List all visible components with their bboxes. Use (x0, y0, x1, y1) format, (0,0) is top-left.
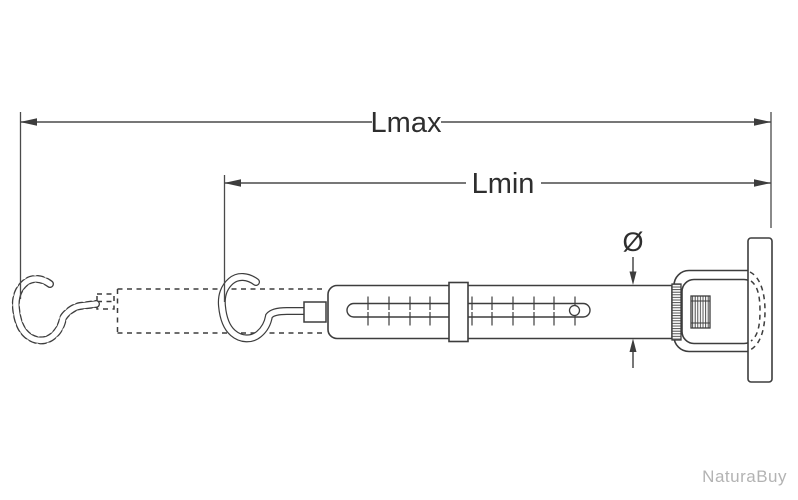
watermark: NaturaBuy (702, 467, 787, 486)
arrowhead-down-icon (629, 271, 637, 285)
lmax-dimension: Lmax (20, 107, 771, 139)
rod-end-fitting-phantom (96, 293, 115, 310)
spring-scale-body (327, 281, 673, 343)
sliding-collar (448, 281, 469, 343)
extended-tube-phantom (96, 288, 326, 334)
knurled-end-cap (671, 283, 682, 341)
lmin-label: Lmin (472, 168, 535, 200)
ring-hidden-arcs (749, 271, 766, 351)
hook-extended-phantom-icon (11, 275, 100, 345)
scale-indicator (568, 304, 581, 317)
arrowhead-left-icon (224, 179, 241, 187)
arrowhead-up-icon (629, 338, 637, 352)
diameter-dimension: Ø (622, 227, 644, 368)
extension-lines (19, 112, 772, 302)
hook-attachment-block (303, 301, 327, 323)
arrowhead-left-icon (20, 118, 37, 126)
hook-retracted-icon (217, 273, 312, 343)
lmin-dimension: Lmin (224, 168, 771, 200)
adjustment-knob (690, 295, 711, 329)
lmax-label: Lmax (371, 107, 442, 139)
diameter-label: Ø (622, 227, 643, 257)
arrowhead-right-icon (754, 179, 771, 187)
arrowhead-right-icon (754, 118, 771, 126)
